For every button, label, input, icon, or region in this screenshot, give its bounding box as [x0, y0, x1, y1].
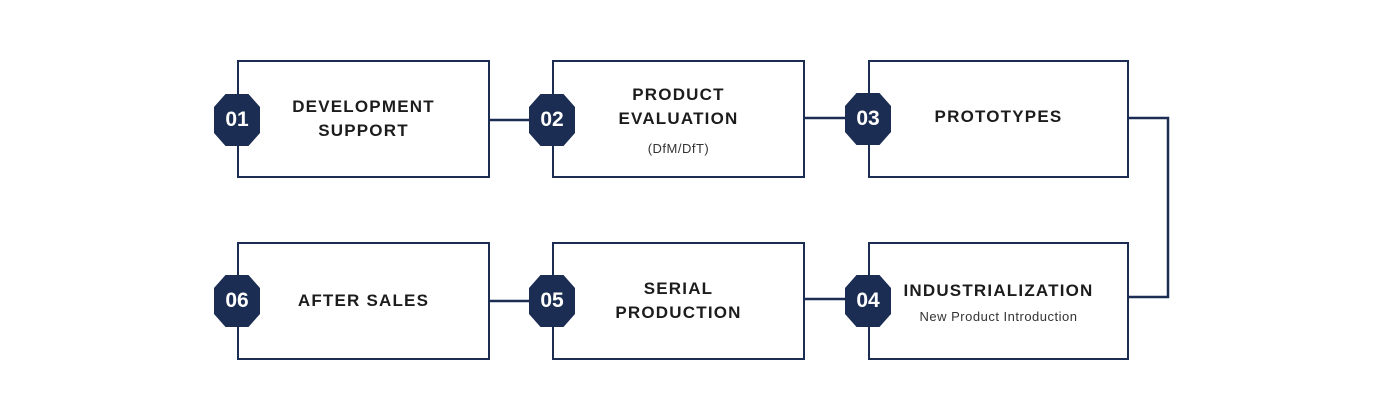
step-box-industrialization: INDUSTRIALIZATION New Product Introducti…: [868, 242, 1129, 360]
step-box-product-evaluation: PRODUCT EVALUATION (DfM/DfT): [552, 60, 805, 178]
step-number-badge: 04: [845, 275, 891, 327]
step-title: AFTER SALES: [298, 289, 429, 313]
step-title: DEVELOPMENT SUPPORT: [292, 95, 435, 143]
step-title-line: AFTER SALES: [297, 291, 430, 310]
step-box-development-support: DEVELOPMENT SUPPORT: [237, 60, 490, 178]
step-title: INDUSTRIALIZATION: [903, 279, 1093, 303]
step-title: PRODUCT EVALUATION: [619, 83, 739, 131]
step-number-badge: 03: [845, 93, 891, 145]
step-title-line: INDUSTRIALIZATION: [903, 280, 1094, 300]
step-box-after-sales: AFTER SALES: [237, 242, 490, 360]
connector-03-04: [1128, 116, 1170, 299]
step-title-line: PRODUCTION: [615, 303, 742, 322]
step-number-badge: 06: [214, 275, 260, 327]
step-title-line: EVALUATION: [618, 108, 739, 128]
step-box-prototypes: PROTOTYPES: [868, 60, 1129, 178]
step-number-badge: 01: [214, 94, 260, 146]
step-title-line: PROTOTYPES: [934, 107, 1063, 126]
step-title-line: PRODUCT: [632, 84, 725, 104]
step-subtitle: (DfM/DfT): [647, 140, 710, 156]
step-number-badge: 02: [529, 94, 575, 146]
step-number-badge: 05: [529, 275, 575, 327]
step-title: PROTOTYPES: [935, 105, 1063, 129]
step-subtitle: New Product Introduction: [919, 308, 1078, 324]
step-title-line: DEVELOPMENT: [292, 97, 435, 116]
step-title-line: SUPPORT: [318, 121, 409, 140]
step-title-line: SERIAL: [643, 279, 714, 298]
step-box-serial-production: SERIAL PRODUCTION: [552, 242, 805, 360]
step-title: SERIAL PRODUCTION: [615, 277, 741, 325]
